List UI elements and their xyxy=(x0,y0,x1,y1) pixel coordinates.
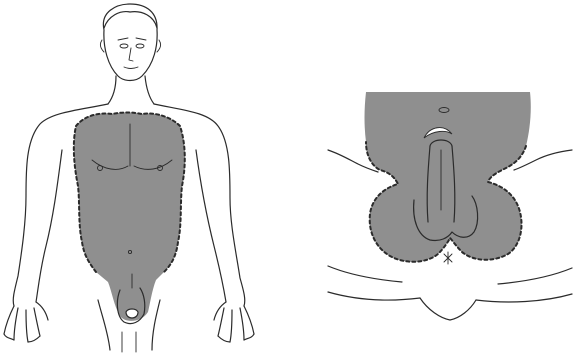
anus-marker xyxy=(444,252,452,264)
shaded-region-trunk xyxy=(74,113,185,321)
left-inner-arm xyxy=(36,150,62,302)
left-hand xyxy=(4,302,48,342)
panel-anterior-trunk xyxy=(4,4,254,352)
head xyxy=(100,4,160,81)
right-inner-arm xyxy=(196,150,226,302)
inner-thigh-lines xyxy=(122,332,136,352)
right-hand xyxy=(214,302,254,342)
glans-highlight xyxy=(126,309,138,318)
lower-thigh-lines xyxy=(328,266,572,284)
panel-perineal-view xyxy=(328,92,572,320)
buttock-lines xyxy=(328,292,572,302)
gluteal-cleft xyxy=(420,298,476,320)
